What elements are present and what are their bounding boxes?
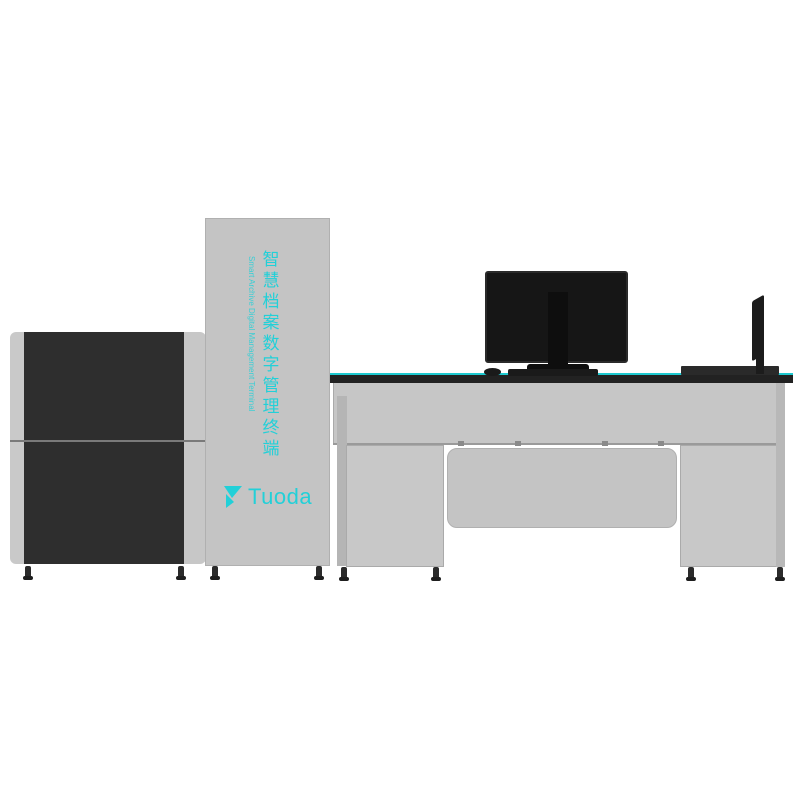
- desk-pedestal-right: [680, 445, 780, 567]
- tower-foot: [314, 566, 324, 580]
- desk-vent: [602, 441, 608, 446]
- desk-edge: [333, 443, 785, 445]
- desk-foot: [431, 567, 441, 581]
- desk-side-panel: [337, 396, 347, 566]
- tower-title-cn: 智慧档案数字管理终端: [262, 250, 280, 459]
- touch-screen-arm: [756, 340, 764, 374]
- desk-vent: [515, 441, 521, 446]
- cabinet-foot: [23, 566, 33, 580]
- desk-foot: [339, 567, 349, 581]
- desk-pedestal-left: [346, 445, 444, 567]
- desk-front-panel: [447, 448, 677, 528]
- touch-screen: [752, 294, 764, 362]
- cabinet-foot: [176, 566, 186, 580]
- brand-name: Tuoda: [248, 484, 313, 509]
- desk-vent: [658, 441, 664, 446]
- desk-foot: [775, 567, 785, 581]
- tower-subtitle-en: Smart Archive Digital Management Termina…: [247, 256, 256, 412]
- monitor-base: [527, 364, 589, 373]
- mouse: [484, 368, 501, 376]
- desk-vent: [458, 441, 464, 446]
- terminal-tower: [205, 218, 330, 566]
- storage-cabinet-right-panel: [184, 332, 206, 564]
- brand-mark: Tuoda: [222, 484, 312, 510]
- tower-foot: [210, 566, 220, 580]
- monitor-stand: [548, 292, 568, 366]
- touch-terminal-base: [681, 366, 779, 375]
- desk-right-edge: [776, 381, 785, 567]
- desk-body: [333, 381, 785, 445]
- keyboard: [508, 369, 598, 376]
- storage-cabinet-front: [24, 332, 190, 564]
- storage-cabinet-seam: [10, 440, 206, 442]
- tuoda-logo-icon: [224, 486, 242, 508]
- desk-foot: [686, 567, 696, 581]
